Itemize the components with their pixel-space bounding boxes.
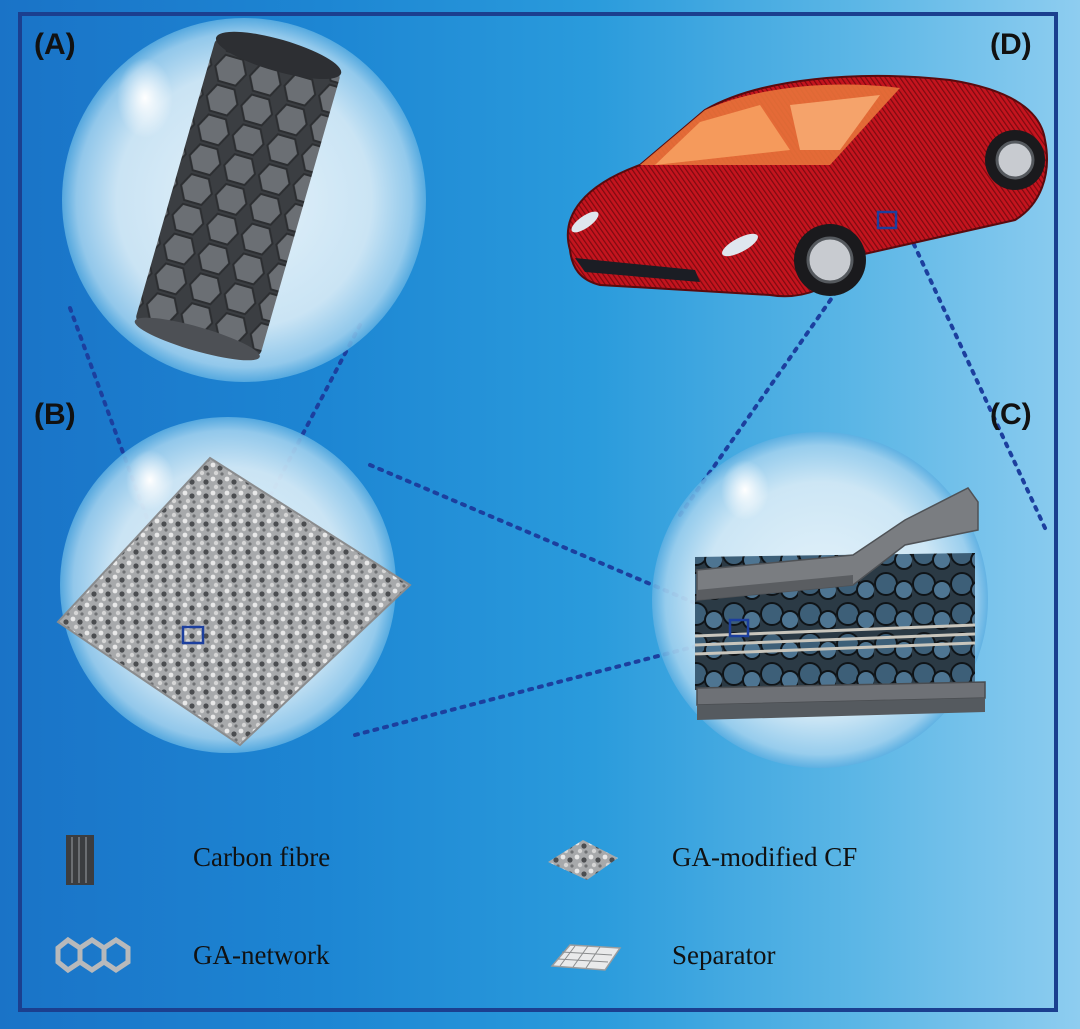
panel-label-d: (D) (990, 28, 1032, 61)
zoom-box-b (181, 625, 205, 645)
panel-label-c: (C) (990, 398, 1032, 431)
legend-ga-modified-cf: GA-modified CF (672, 842, 858, 872)
connector-c-right (903, 223, 1047, 530)
composite-stack (694, 487, 986, 720)
bubble-b (56, 417, 412, 753)
car-icon (566, 74, 1048, 298)
ga-modified-cf-icon (548, 840, 618, 880)
panel-label-b: (B) (34, 398, 76, 431)
zoom-box-d (876, 210, 898, 230)
ga-modified-sheet (56, 456, 412, 747)
legend-ga-network: GA-network (193, 940, 330, 970)
carbon-fibre-icon (66, 835, 94, 885)
separator-icon (550, 944, 622, 971)
legend-separator: Separator (672, 940, 776, 970)
legend-carbon-fibre: Carbon fibre (193, 842, 331, 872)
zoom-box-c (728, 618, 750, 638)
ga-network-icon (55, 936, 131, 974)
panel-label-a: (A) (34, 28, 76, 61)
diagram-border (18, 12, 1058, 1012)
bubble-a (62, 18, 426, 382)
connector-c-left (678, 220, 887, 517)
carbon-fibre-tube (134, 31, 342, 361)
separator-layer (694, 623, 976, 656)
bubble-c (652, 432, 988, 768)
